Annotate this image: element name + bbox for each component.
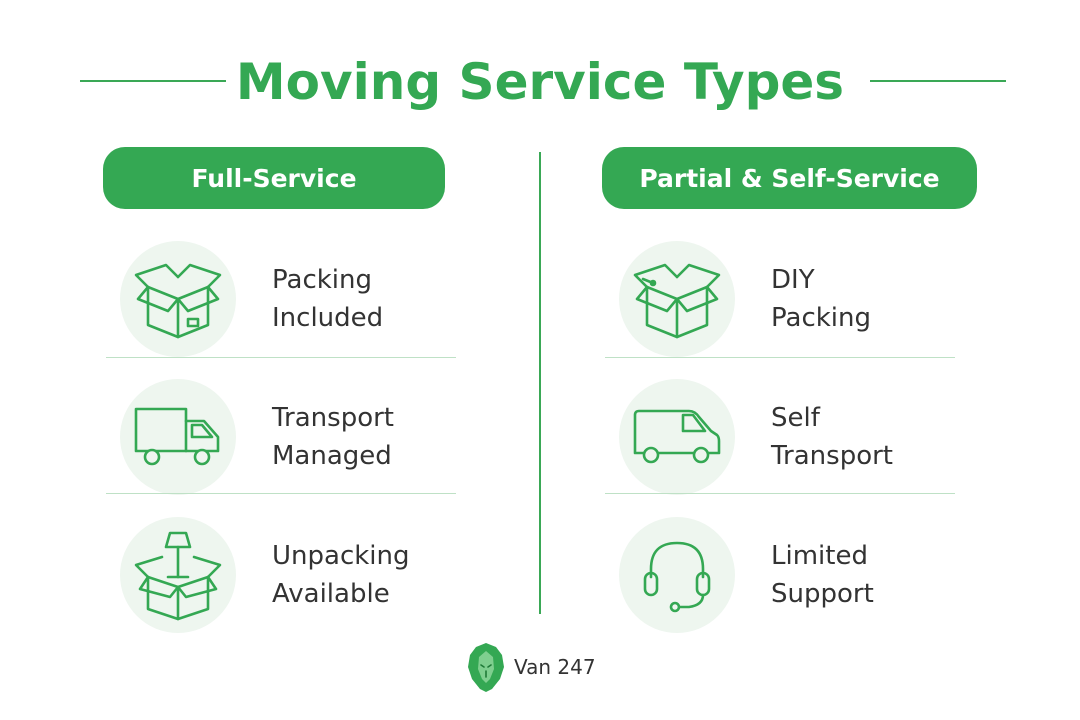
van-icon [619,379,735,495]
self-service-column: Partial & Self-Service [602,147,977,633]
footer: Van 247 [466,640,596,694]
list-item: Limited Support [602,507,962,643]
item-label: Self Transport [771,403,894,471]
list-item: DIY Packing [602,231,962,367]
item-label: Limited Support [771,541,874,609]
self-service-heading-label: Partial & Self-Service [639,163,940,193]
list-item: Unpacking Available [103,507,463,643]
open-box-icon [120,241,236,357]
list-item: Self Transport [602,369,962,505]
column-divider [539,152,541,614]
title-rule-left [80,80,226,82]
truck-icon [120,379,236,495]
headset-icon [619,517,735,633]
page-title: Moving Service Types [235,53,845,111]
full-service-heading-label: Full-Service [191,163,357,193]
item-label: Packing Included [272,265,384,333]
list-item: Transport Managed [103,369,463,505]
title-rule-right [870,80,1006,82]
self-service-heading: Partial & Self-Service [602,147,977,209]
item-label: DIY Packing [771,265,872,333]
item-label: Unpacking Available [272,541,410,609]
brand-name: Van 247 [514,655,596,679]
list-item: Packing Included [103,231,463,367]
full-service-heading: Full-Service [103,147,445,209]
row-divider [106,493,456,494]
row-divider [106,357,456,358]
title-row: Moving Service Types [0,44,1080,120]
full-service-column: Full-Service Packing [103,147,463,633]
item-label: Transport Managed [272,403,395,471]
row-divider [605,493,955,494]
unpacking-box-lamp-icon [120,517,236,633]
lion-logo-icon [468,643,504,692]
row-divider [605,357,955,358]
open-box-tape-icon [619,241,735,357]
